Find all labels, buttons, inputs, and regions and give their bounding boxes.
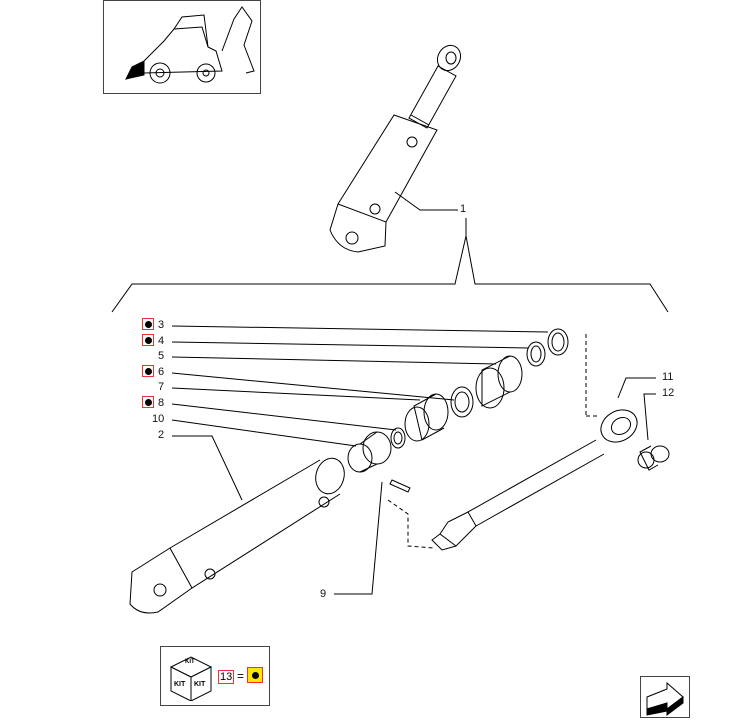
leader-8 bbox=[171, 403, 397, 431]
dot-icon bbox=[144, 336, 152, 344]
leader-10 bbox=[171, 419, 357, 447]
callout-6[interactable]: 6 bbox=[158, 366, 165, 378]
bushing bbox=[637, 445, 670, 471]
leader-9 bbox=[334, 481, 383, 595]
leader-11 bbox=[617, 377, 656, 399]
piston-rod bbox=[431, 409, 638, 551]
callout-8[interactable]: 8 bbox=[158, 397, 165, 409]
callout-7[interactable]: 7 bbox=[158, 381, 165, 393]
callout-3[interactable]: 3 bbox=[158, 319, 165, 331]
kit-label-top: KIT bbox=[185, 659, 195, 665]
dot-icon bbox=[251, 671, 259, 679]
next-page-button[interactable] bbox=[640, 676, 690, 718]
callout-12[interactable]: 12 bbox=[662, 387, 675, 399]
leader-6 bbox=[171, 372, 455, 401]
backhoe-loader-icon bbox=[125, 6, 255, 84]
callout-11[interactable]: 11 bbox=[662, 371, 674, 383]
bracket bbox=[111, 235, 669, 313]
seal-kit-parts bbox=[347, 328, 569, 493]
callout-4[interactable]: 4 bbox=[158, 335, 165, 347]
cylinder-barrel bbox=[129, 457, 345, 614]
kit-box-icon bbox=[169, 656, 213, 701]
kit-legend: KIT KIT KIT 13 = bbox=[160, 646, 270, 706]
seal-kit-marker-8[interactable] bbox=[142, 396, 154, 408]
next-page-arrow-icon bbox=[646, 681, 684, 716]
machine-thumbnail bbox=[103, 0, 261, 94]
leader-1 bbox=[394, 191, 458, 211]
dot-icon bbox=[144, 398, 152, 406]
kit-marker[interactable] bbox=[247, 667, 263, 683]
callout-5[interactable]: 5 bbox=[158, 350, 165, 362]
callout-10[interactable]: 10 bbox=[152, 413, 165, 425]
seal-kit-marker-4[interactable] bbox=[142, 334, 154, 346]
seal-kit-marker-6[interactable] bbox=[142, 365, 154, 377]
assembled-cylinder bbox=[329, 44, 462, 253]
kit-number[interactable]: 13 bbox=[218, 670, 235, 684]
leader-3 bbox=[171, 325, 549, 333]
seal-kit-marker-3[interactable] bbox=[142, 318, 154, 330]
callout-9[interactable]: 9 bbox=[320, 588, 327, 600]
dot-icon bbox=[144, 320, 152, 328]
leader-12 bbox=[643, 393, 656, 441]
leader-4 bbox=[171, 341, 529, 349]
dot-icon bbox=[144, 367, 152, 375]
kit-equals: = bbox=[237, 669, 245, 683]
leader-7 bbox=[171, 387, 421, 401]
callout-1[interactable]: 1 bbox=[460, 203, 467, 215]
leader-2 bbox=[172, 435, 243, 501]
kit-label-right: KIT bbox=[194, 681, 206, 688]
leader-5 bbox=[171, 356, 497, 365]
kit-label-left: KIT bbox=[174, 681, 186, 688]
callout-2[interactable]: 2 bbox=[158, 429, 165, 441]
